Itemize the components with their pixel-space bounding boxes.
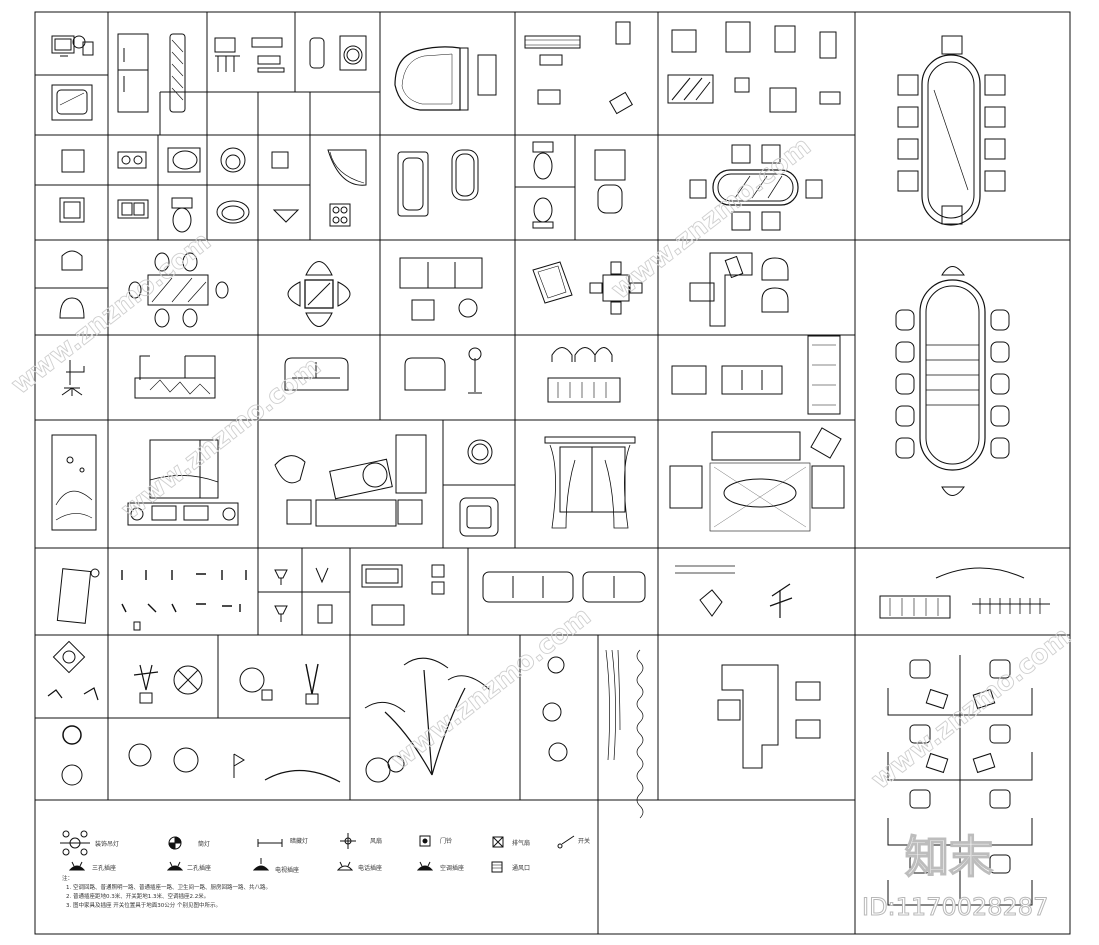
note-line-3: 3. 图中家具及插座 开关位置具于地面30公分 个别见图中所示。 <box>66 901 221 909</box>
watermark-id: ID:1170028287 <box>862 893 1048 921</box>
lamp-icons-block <box>274 567 333 624</box>
chandelier-icon <box>60 830 90 856</box>
legend-label-doorbell: 门铃 <box>440 837 452 845</box>
spotlight-icon <box>168 836 182 850</box>
conference-chairs <box>895 309 1010 459</box>
tv-socket-icon <box>252 858 270 871</box>
legend-label-ac-socket: 空调插座 <box>440 864 464 872</box>
vent-icon <box>491 861 503 873</box>
conference-table-block <box>895 266 1010 496</box>
note-line-2: 2. 普通插座距地0.3米、开关距地1.3米、空调插座2.2米。 <box>66 892 209 900</box>
study-desk-block <box>134 355 216 399</box>
painting-block <box>51 434 97 531</box>
keyboard-piano-block <box>524 21 633 115</box>
watermark-site-5: www.znzmo.com <box>866 622 1077 796</box>
legend-label-tv-socket: 电视插座 <box>275 866 299 874</box>
grand-piano-block <box>394 46 497 111</box>
living-plan-block <box>669 427 845 532</box>
bathroom-small-block <box>59 147 367 233</box>
watermark-brand: 知末 <box>905 832 993 883</box>
wall-light-icon <box>257 839 283 847</box>
legend-label-socket-2: 二孔插座 <box>187 864 211 872</box>
watermark-site-3: www.znzmo.com <box>386 602 597 776</box>
small-icons-row-block <box>121 570 247 631</box>
small-plants-column-block <box>542 656 568 762</box>
round-table-four-block <box>287 261 351 327</box>
bookshelf-elevation-block <box>879 567 1050 619</box>
grid-lines <box>34 11 1071 935</box>
legend-label-wall-light: 暗藏灯 <box>290 837 308 845</box>
framed-pictures-block <box>361 564 445 626</box>
oval-dining-table-block <box>897 35 1006 226</box>
crt-tv-block <box>51 84 93 121</box>
watermark-layer: www.znzmo.com www.znzmo.com www.znzmo.co… <box>5 131 1077 921</box>
bed-block <box>127 439 239 526</box>
curtain-side-block <box>605 649 644 819</box>
switch-icon <box>557 835 575 849</box>
legend-label-vent: 通风口 <box>512 864 530 872</box>
fan-icon <box>340 833 356 849</box>
curtain-window-block <box>544 436 636 529</box>
toilet-block <box>532 141 626 229</box>
living-room-set-block <box>274 434 427 527</box>
exhaust-icon <box>492 836 504 848</box>
chairs-block <box>59 250 85 396</box>
office-desk-block <box>689 252 789 327</box>
corner-bath-set-block <box>532 261 643 315</box>
armchair-block <box>459 439 499 537</box>
lamp-block <box>56 568 100 624</box>
office-cubicles-block <box>887 655 1033 906</box>
sofa-front-block <box>671 335 841 415</box>
legend-label-fan: 风扇 <box>370 837 382 845</box>
phone-socket-icon <box>336 861 354 871</box>
legend-label-socket-3: 三孔插座 <box>92 864 116 872</box>
fridge-block <box>117 33 186 113</box>
arch-shelf-block <box>547 347 621 403</box>
ac-socket-icon <box>416 861 434 871</box>
legend-label-spotlight: 筒灯 <box>198 840 210 848</box>
legend-label-exhaust: 排气扇 <box>512 839 530 847</box>
legend-label-chandelier: 装饰吊灯 <box>95 840 119 848</box>
washing-machine-block <box>309 35 367 71</box>
computer-block <box>51 35 94 57</box>
doorbell-icon <box>419 835 431 847</box>
square-dining-table-block <box>128 252 229 328</box>
palm-tree-block <box>364 657 491 783</box>
watermark-site-4: www.znzmo.com <box>606 132 817 306</box>
kitchen-appliances-block <box>667 21 841 113</box>
sofa-elevation-long-block <box>482 571 646 603</box>
sofa-elevation-block <box>284 347 482 394</box>
legend-panel: 装饰吊灯 筒灯 暗藏灯 风扇 门铃 排气扇 开关 三孔插座 二 <box>60 830 590 909</box>
notes-title: 注： <box>62 874 73 882</box>
l-desk-block <box>717 664 821 769</box>
plants-small-block <box>675 565 793 618</box>
plants-block <box>47 640 341 786</box>
appliance-set-block <box>214 37 285 73</box>
sofa-plan-block <box>399 257 483 321</box>
legend-label-switch: 开关 <box>578 837 590 845</box>
legend-label-phone-socket: 电话插座 <box>358 864 382 872</box>
note-line-1: 1. 空调回路、普通照明一路、普通插座一路、卫生间一路、厨房回路一路、共八路。 <box>66 883 271 891</box>
oval-table-six-block <box>689 144 823 231</box>
socket-3-icon <box>68 861 86 871</box>
socket-2-icon <box>166 861 184 871</box>
bathtub-block <box>397 149 479 217</box>
